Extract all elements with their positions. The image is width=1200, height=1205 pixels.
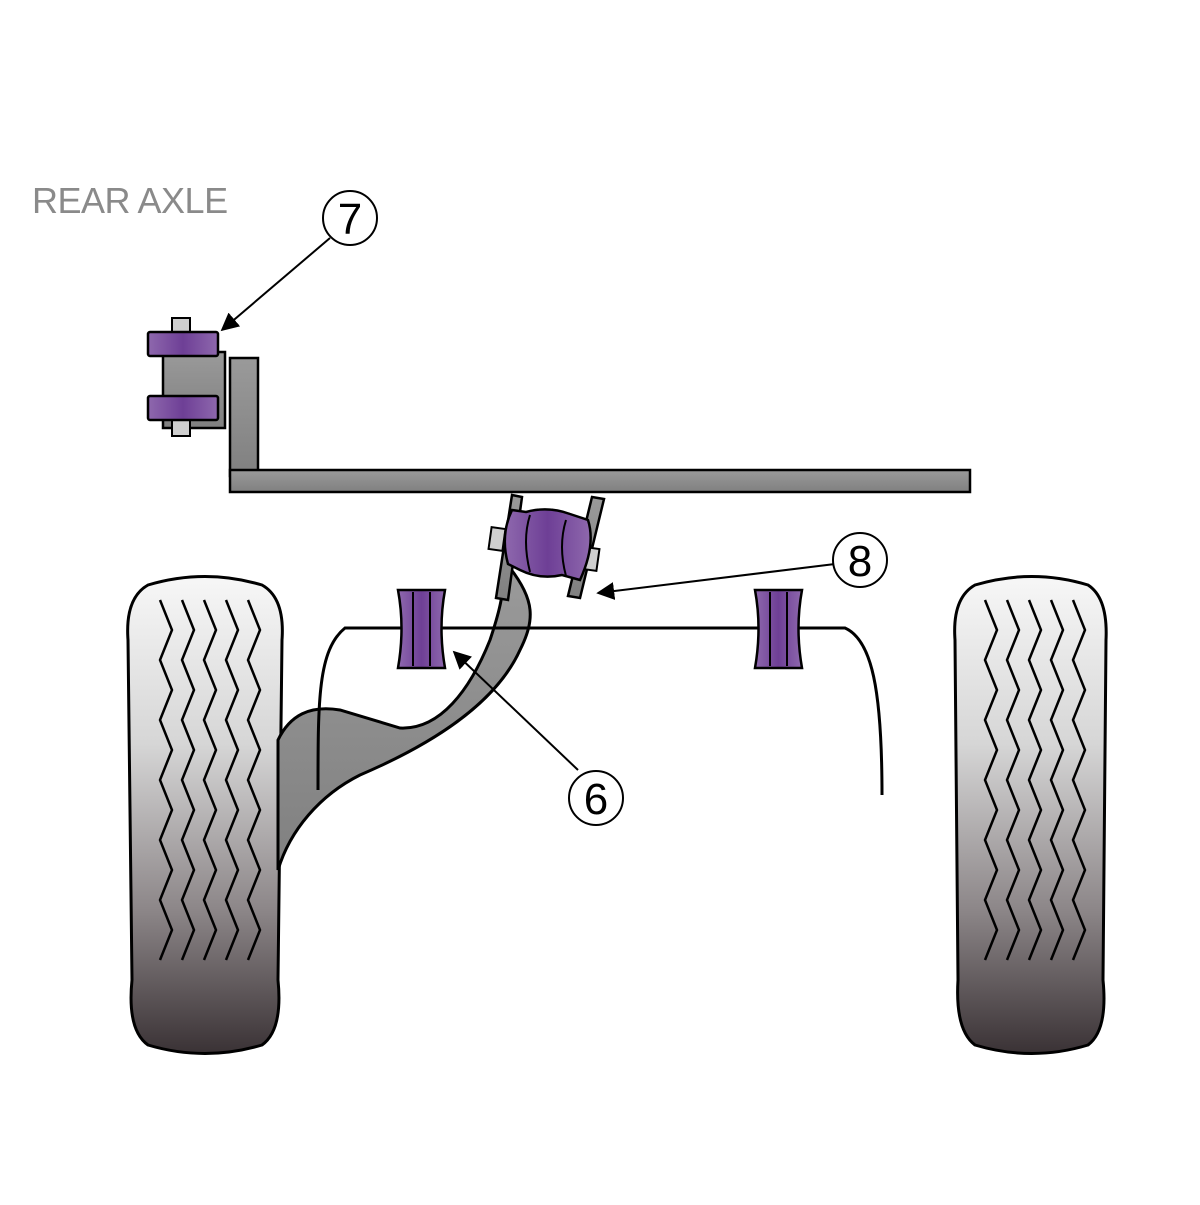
subframe-mount (146, 317, 260, 478)
callout-6-label: 6 (584, 775, 608, 824)
leader-8 (596, 563, 836, 600)
left-tyre (126, 575, 284, 1055)
right-tyre-tread (983, 599, 1087, 961)
bushing-6-left (396, 588, 447, 670)
left-tyre-tread (158, 599, 262, 961)
leader-6 (452, 650, 579, 771)
callout-7-label: 7 (338, 195, 362, 244)
crossmember-beam (228, 468, 972, 494)
bushing-7-top (146, 330, 220, 358)
right-tyre (953, 575, 1108, 1055)
callout-8-label: 8 (848, 537, 872, 586)
callout-6: 6 (568, 770, 624, 826)
callout-7: 7 (322, 190, 378, 246)
callout-8: 8 (832, 532, 888, 588)
bushing-6-right (753, 588, 804, 670)
bushing-7-bottom (146, 394, 220, 422)
anti-roll-bar (316, 626, 884, 796)
diagram-title: REAR AXLE (32, 180, 228, 221)
arm-mount (487, 493, 606, 602)
bushing-8 (503, 508, 592, 582)
leader-7 (220, 237, 331, 332)
